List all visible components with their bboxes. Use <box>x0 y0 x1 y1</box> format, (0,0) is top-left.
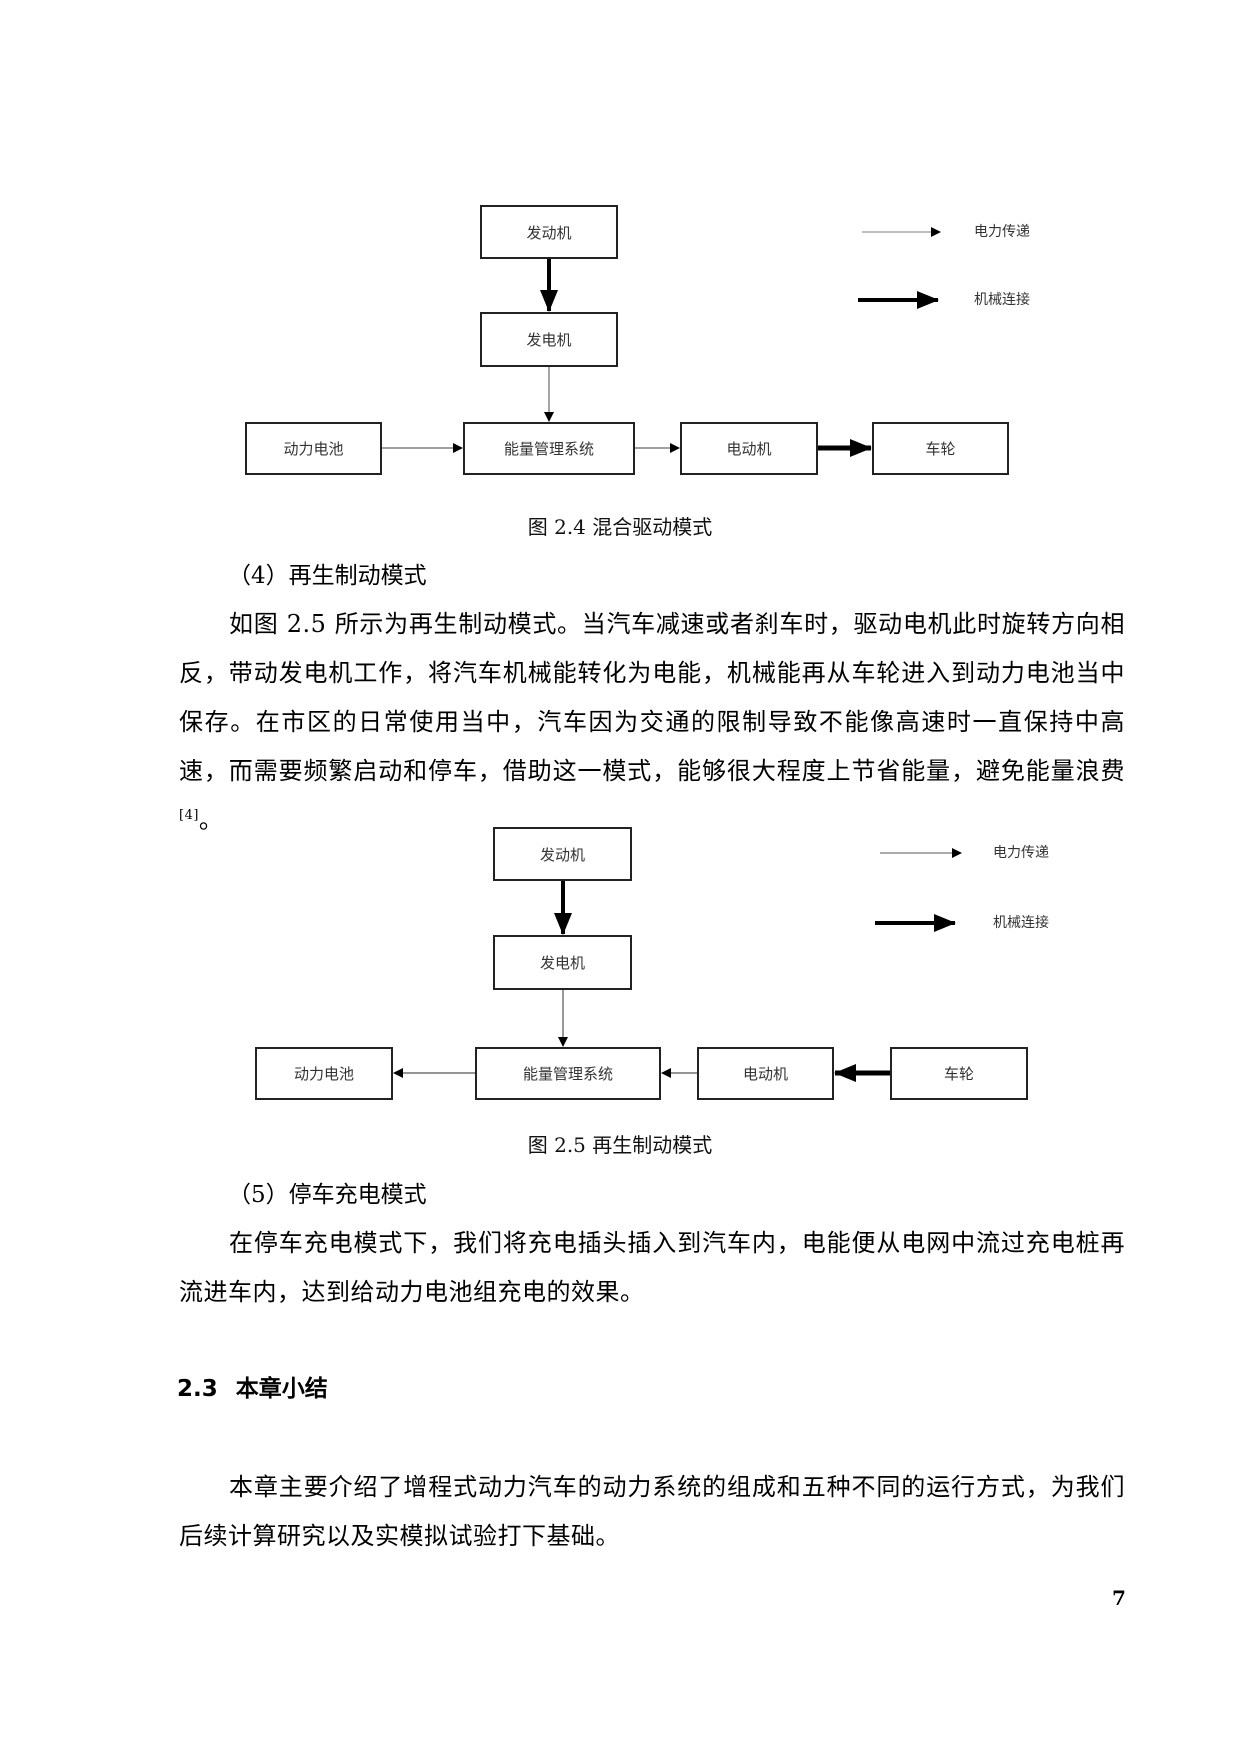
page-number: 7 <box>1112 1586 1126 1610</box>
legend-electric-label: 电力传递 <box>974 224 1030 240</box>
box-motor: 电动机 <box>680 422 818 475</box>
legend-electric-label: 电力传递 <box>993 845 1049 861</box>
box-battery: 动力电池 <box>255 1047 393 1100</box>
box-engine: 发动机 <box>493 827 632 881</box>
section-number: 2.3 <box>177 1376 218 1402</box>
box-energy-management: 能量管理系统 <box>463 422 635 475</box>
box-energy-management: 能量管理系统 <box>475 1047 661 1100</box>
box-engine: 发动机 <box>480 205 618 259</box>
paragraph-parking: 在停车充电模式下，我们将充电插头插入到汽车内，电能便从电网中流过充电桩再流进车内… <box>179 1229 1125 1306</box>
box-wheel: 车轮 <box>872 422 1009 475</box>
fig-2-4-arrows <box>382 227 941 457</box>
box-wheel: 车轮 <box>890 1047 1028 1100</box>
legend-mechanical-label: 机械连接 <box>974 292 1030 308</box>
legend-mechanical-label: 机械连接 <box>993 915 1049 931</box>
section-heading: 2.3 本章小结 <box>177 1374 328 1404</box>
box-generator: 发电机 <box>480 312 618 367</box>
paragraph-regen: 如图 2.5 所示为再生制动模式。当汽车减速或者刹车时，驱动电机此时旋转方向相反… <box>179 610 1125 834</box>
subsection-heading-regen: （4）再生制动模式 <box>228 563 427 589</box>
subsection-heading-parking: （5）停车充电模式 <box>228 1182 427 1208</box>
box-generator: 发电机 <box>493 935 632 990</box>
citation: [4] <box>179 808 199 823</box>
box-motor: 电动机 <box>697 1047 834 1100</box>
figure-caption: 图 2.4 混合驱动模式 <box>527 515 713 539</box>
section-title: 本章小结 <box>235 1376 328 1402</box>
box-battery: 动力电池 <box>245 422 382 475</box>
paragraph-summary: 本章主要介绍了增程式动力汽车的动力系统的组成和五种不同的运行方式，为我们后续计算… <box>179 1473 1125 1550</box>
fig-2-5-arrows <box>393 848 962 1082</box>
figure-caption: 图 2.5 再生制动模式 <box>527 1133 713 1157</box>
